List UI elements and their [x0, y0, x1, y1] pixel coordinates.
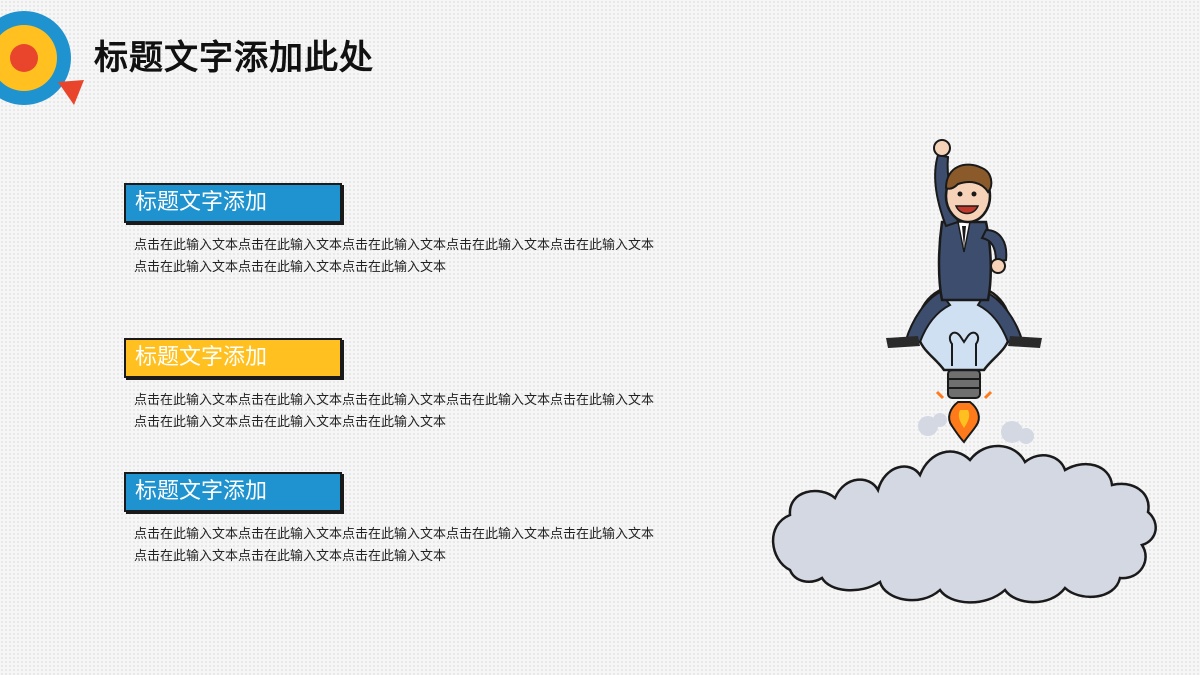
section-2: 标题文字添加 点击在此输入文本点击在此输入文本点击在此输入文本点击在此输入文本点…	[124, 338, 684, 434]
cloud-icon	[771, 444, 1157, 604]
businessman-riding-lightbulb-rocket-icon	[771, 139, 1157, 604]
section-heading: 标题文字添加	[124, 183, 342, 223]
section-1: 标题文字添加 点击在此输入文本点击在此输入文本点击在此输入文本点击在此输入文本点…	[124, 183, 684, 279]
section-heading: 标题文字添加	[124, 338, 342, 378]
page-title: 标题文字添加此处	[94, 38, 374, 78]
section-heading: 标题文字添加	[124, 472, 342, 512]
section-body-text: 点击在此输入文本点击在此输入文本点击在此输入文本点击在此输入文本点击在此输入文本…	[134, 527, 655, 564]
section-body-text: 点击在此输入文本点击在此输入文本点击在此输入文本点击在此输入文本点击在此输入文本…	[134, 238, 655, 275]
target-arrow-icon	[0, 11, 84, 105]
section-body-text: 点击在此输入文本点击在此输入文本点击在此输入文本点击在此输入文本点击在此输入文本…	[134, 393, 655, 430]
section-3: 标题文字添加 点击在此输入文本点击在此输入文本点击在此输入文本点击在此输入文本点…	[124, 472, 684, 568]
